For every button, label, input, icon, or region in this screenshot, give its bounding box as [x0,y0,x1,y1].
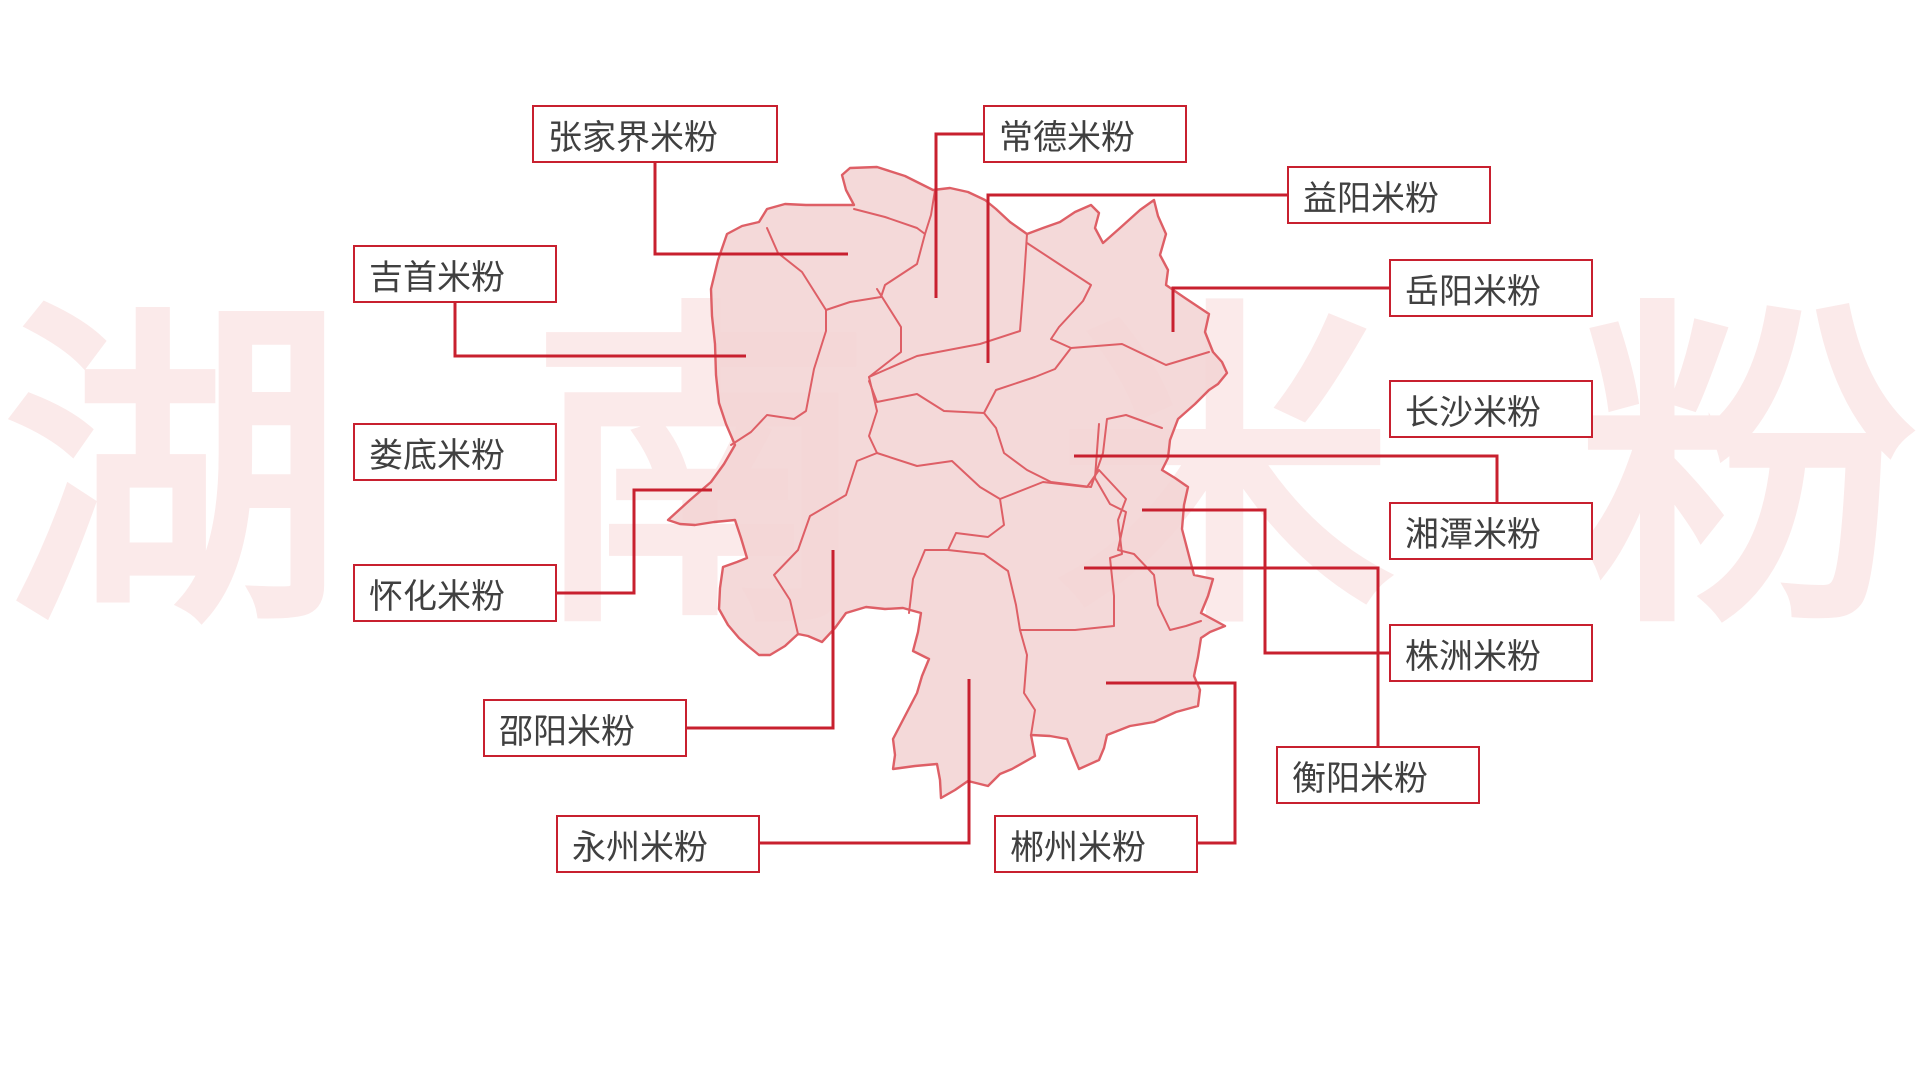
label-xiangtan[interactable]: 湘潭米粉 [1389,502,1593,560]
label-text: 衡阳米粉 [1292,758,1428,799]
label-zhangjiajie[interactable]: 张家界米粉 [532,105,778,163]
label-text: 株洲米粉 [1405,636,1541,677]
connector-zhuzhou [1142,508,1389,655]
boundary-changde-west [924,189,936,235]
label-text: 常德米粉 [999,117,1135,158]
connector-xiangtan [1074,454,1499,502]
label-zhuzhou[interactable]: 株洲米粉 [1389,624,1593,682]
label-yiyang[interactable]: 益阳米粉 [1287,166,1491,224]
connector-yongzhou [760,679,971,845]
label-jishou[interactable]: 吉首米粉 [353,245,557,303]
connector-changde [934,132,983,298]
label-text: 永州米粉 [572,827,708,868]
label-text: 岳阳米粉 [1405,271,1541,312]
label-yueyang[interactable]: 岳阳米粉 [1389,259,1593,317]
province-outline [666,165,1229,800]
boundary-zhangjiajie-south [825,208,926,311]
label-huaihua[interactable]: 怀化米粉 [353,564,557,622]
boundary-loudi-south [876,452,1005,614]
boundary-yongzhou-east [947,549,1036,736]
label-text: 邵阳米粉 [499,711,635,752]
label-text: 长沙米粉 [1405,392,1541,433]
boundary-huaihua-east [773,288,902,635]
label-changsha[interactable]: 长沙米粉 [1389,380,1593,438]
label-hengyang[interactable]: 衡阳米粉 [1276,746,1480,804]
connector-chenzhou [1106,681,1237,845]
boundary-yueyang-west [1026,242,1092,349]
label-text: 郴州米粉 [1010,827,1146,868]
label-text: 怀化米粉 [369,576,505,617]
label-chenzhou[interactable]: 郴州米粉 [994,815,1198,873]
connector-shaoyang [686,550,835,730]
label-text: 张家界米粉 [548,117,718,158]
connector-yueyang [1171,286,1389,332]
boundary-changde-south [868,233,1028,378]
label-loudi[interactable]: 娄底米粉 [353,423,557,481]
label-yongzhou[interactable]: 永州米粉 [556,815,760,873]
label-shaoyang[interactable]: 邵阳米粉 [483,699,687,757]
connector-huaihua [556,488,712,595]
boundary-zhuzhou-west [1094,423,1202,631]
label-changde[interactable]: 常德米粉 [983,105,1187,163]
label-text: 吉首米粉 [369,257,505,298]
label-text: 娄底米粉 [369,435,505,476]
connector-yiyang [986,193,1287,363]
boundary-xiangtan-hengyang [999,469,1127,631]
connector-jishou [453,303,746,358]
connector-hengyang [1084,566,1380,746]
label-text: 益阳米粉 [1303,178,1439,219]
boundary-xiangxi-east [730,227,827,446]
connector-zhangjiajie [653,163,848,256]
label-text: 湘潭米粉 [1405,514,1541,555]
boundary-yiyang-south [868,343,1210,414]
